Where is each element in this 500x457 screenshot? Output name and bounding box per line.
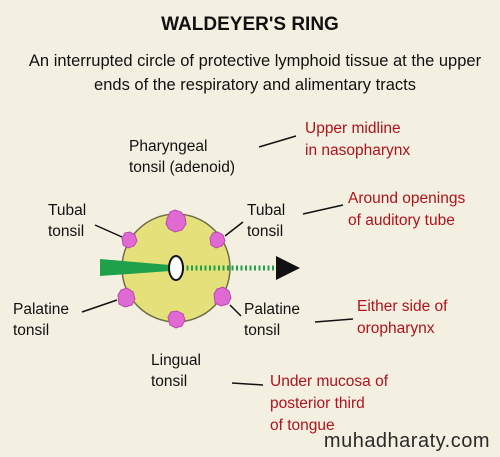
tubal-note-line2: of auditory tube bbox=[348, 212, 455, 229]
pharyngeal-label-line2: tonsil (adenoid) bbox=[129, 159, 235, 176]
ring-opening bbox=[168, 255, 184, 281]
palatine-note: Either side of oropharynx bbox=[357, 296, 447, 340]
diagram-title: WALDEYER'S RING bbox=[161, 14, 339, 35]
palatine-tonsil-left-icon bbox=[117, 287, 136, 308]
tubal-note: Around openings of auditory tube bbox=[348, 188, 465, 232]
pharyngeal-note-line1: Upper midline bbox=[305, 120, 401, 137]
tubal-note-leader bbox=[302, 204, 344, 215]
pharyngeal-tonsil-icon bbox=[165, 209, 187, 233]
palatine-tonsil-right-label: Palatine tonsil bbox=[244, 299, 300, 341]
lingual-note-line3: of tongue bbox=[270, 417, 335, 434]
tubal-tonsil-left-label: Tubal tonsil bbox=[48, 200, 86, 242]
pharyngeal-label-line1: Pharyngeal bbox=[129, 138, 208, 155]
tubal-right-leader bbox=[224, 221, 244, 237]
tubal-note-line1: Around openings bbox=[348, 190, 466, 207]
tubal-right-label-line1: Tubal bbox=[247, 202, 286, 219]
lingual-label-line2: tonsil bbox=[151, 373, 188, 390]
watermark: muhadharaty.com bbox=[323, 430, 490, 452]
tubal-tonsil-left-icon bbox=[121, 231, 138, 249]
palatine-right-label-line2: tonsil bbox=[244, 322, 281, 339]
palatine-tonsil-left-label: Palatine tonsil bbox=[13, 299, 69, 341]
pharyngeal-note-line2: in nasopharynx bbox=[305, 142, 411, 159]
palatine-left-leader bbox=[81, 299, 118, 313]
lingual-tonsil-icon bbox=[167, 310, 186, 329]
pharyngeal-tonsil-label: Pharyngeal tonsil (adenoid) bbox=[129, 136, 235, 178]
lingual-tonsil-label: Lingual tonsil bbox=[151, 350, 201, 392]
tubal-tonsil-right-icon bbox=[209, 231, 226, 249]
palatine-left-label-line1: Palatine bbox=[13, 301, 70, 318]
lingual-note-line1: Under mucosa of bbox=[270, 373, 389, 390]
lingual-note-line2: posterior third bbox=[270, 395, 365, 412]
palatine-tonsil-right-icon bbox=[213, 286, 232, 307]
palatine-note-leader bbox=[314, 318, 354, 323]
tubal-right-label-line2: tonsil bbox=[247, 223, 284, 240]
palatine-note-line1: Either side of bbox=[357, 298, 448, 315]
tubal-left-leader bbox=[94, 224, 123, 238]
tubal-left-label-line1: Tubal bbox=[48, 202, 87, 219]
diagram-subtitle: An interrupted circle of protective lymp… bbox=[28, 52, 482, 94]
airway-wedge bbox=[100, 259, 170, 276]
palatine-note-line2: oropharynx bbox=[357, 320, 435, 337]
lingual-note: Under mucosa of posterior third of tongu… bbox=[270, 371, 388, 437]
palatine-left-label-line2: tonsil bbox=[13, 322, 50, 339]
pharyngeal-note-leader bbox=[258, 135, 297, 148]
tubal-tonsil-right-label: Tubal tonsil bbox=[247, 200, 285, 242]
palatine-right-label-line1: Palatine bbox=[244, 301, 301, 318]
tubal-left-label-line2: tonsil bbox=[48, 223, 85, 240]
pharyngeal-note: Upper midline in nasopharynx bbox=[305, 118, 410, 162]
tract-arrowhead bbox=[276, 256, 300, 280]
palatine-right-leader bbox=[229, 304, 242, 317]
lingual-label-line1: Lingual bbox=[151, 352, 201, 369]
lingual-note-leader bbox=[231, 382, 264, 386]
